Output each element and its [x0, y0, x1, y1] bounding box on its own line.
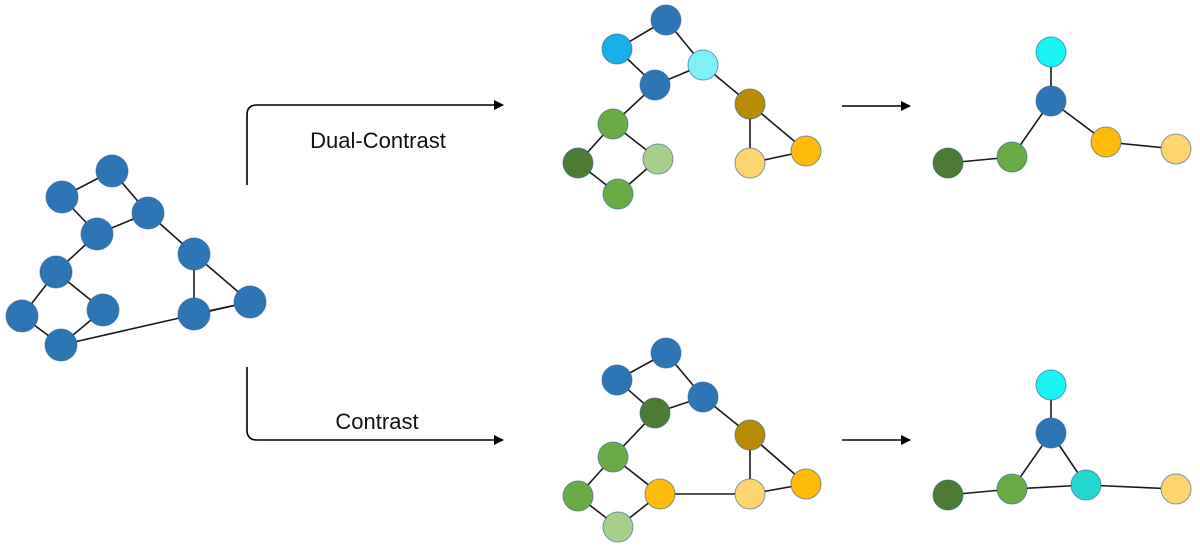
- graph-node-light-gold: [1160, 133, 1192, 165]
- graph-node-blue: [177, 297, 211, 331]
- contrast-coarse-graph: [932, 369, 1192, 511]
- graph-node-green: [562, 480, 594, 512]
- graph-node-blue: [80, 217, 114, 251]
- dual-contrast-coarse-graph: [932, 36, 1192, 179]
- dual-contrast-graph: [562, 4, 822, 210]
- graph-node-cyan: [1035, 369, 1067, 401]
- graph-node-blue: [86, 293, 120, 327]
- graph-node-light-green: [602, 511, 634, 543]
- graph-node-blue: [131, 196, 165, 230]
- graph-node-light-gold: [734, 147, 766, 179]
- graph-node-blue: [687, 381, 719, 413]
- graph-node-dark-green: [932, 479, 964, 511]
- graph-node-blue: [5, 299, 39, 333]
- graph-node-blue: [650, 4, 682, 36]
- graph-node-gold: [790, 468, 822, 500]
- contrast-label: Contrast: [335, 409, 418, 434]
- graph-node-gold: [644, 478, 676, 510]
- graph-node-blue: [1035, 85, 1067, 117]
- graph-node-dark-green: [562, 147, 594, 179]
- graph-node-blue: [95, 154, 129, 188]
- input-graph: [5, 154, 267, 362]
- graph-node-blue: [1035, 417, 1067, 449]
- graph-node-green: [996, 141, 1028, 173]
- graph-node-blue: [233, 285, 267, 319]
- graph-node-light-blue: [601, 33, 633, 65]
- graph-node-blue: [601, 364, 633, 396]
- graph-edge: [60, 301, 251, 346]
- graph-node-dark-green: [639, 397, 671, 429]
- graph-node-light-gold: [1160, 473, 1192, 505]
- graph-node-gold: [1090, 126, 1122, 158]
- graph-node-green: [597, 108, 629, 140]
- graph-node-blue: [177, 237, 211, 271]
- graph-node-teal: [1070, 469, 1102, 501]
- graph-node-gold: [790, 135, 822, 167]
- graph-node-blue: [650, 337, 682, 369]
- graph-node-green: [996, 473, 1028, 505]
- dual-contrast-label: Dual-Contrast: [310, 128, 446, 153]
- graph-node-dark-gold: [734, 88, 766, 120]
- contrast-graph: [562, 337, 822, 543]
- graph-node-blue: [639, 69, 671, 101]
- graph-node-blue: [44, 328, 78, 362]
- dual-contrast-branch-arrow: [246, 100, 504, 185]
- graph-node-blue: [45, 180, 79, 214]
- graph-node-blue: [39, 255, 73, 289]
- graph-node-cyan: [1035, 36, 1067, 68]
- contrast-branch-arrow: [246, 367, 504, 445]
- graph-node-dark-gold: [734, 419, 766, 451]
- graph-node-light-green: [642, 143, 674, 175]
- graph-node-dark-green: [932, 147, 964, 179]
- graph-node-light-gold: [734, 478, 766, 510]
- graph-node-pale-cyan: [687, 49, 719, 81]
- graph-node-green: [602, 178, 634, 210]
- graph-node-green: [597, 441, 629, 473]
